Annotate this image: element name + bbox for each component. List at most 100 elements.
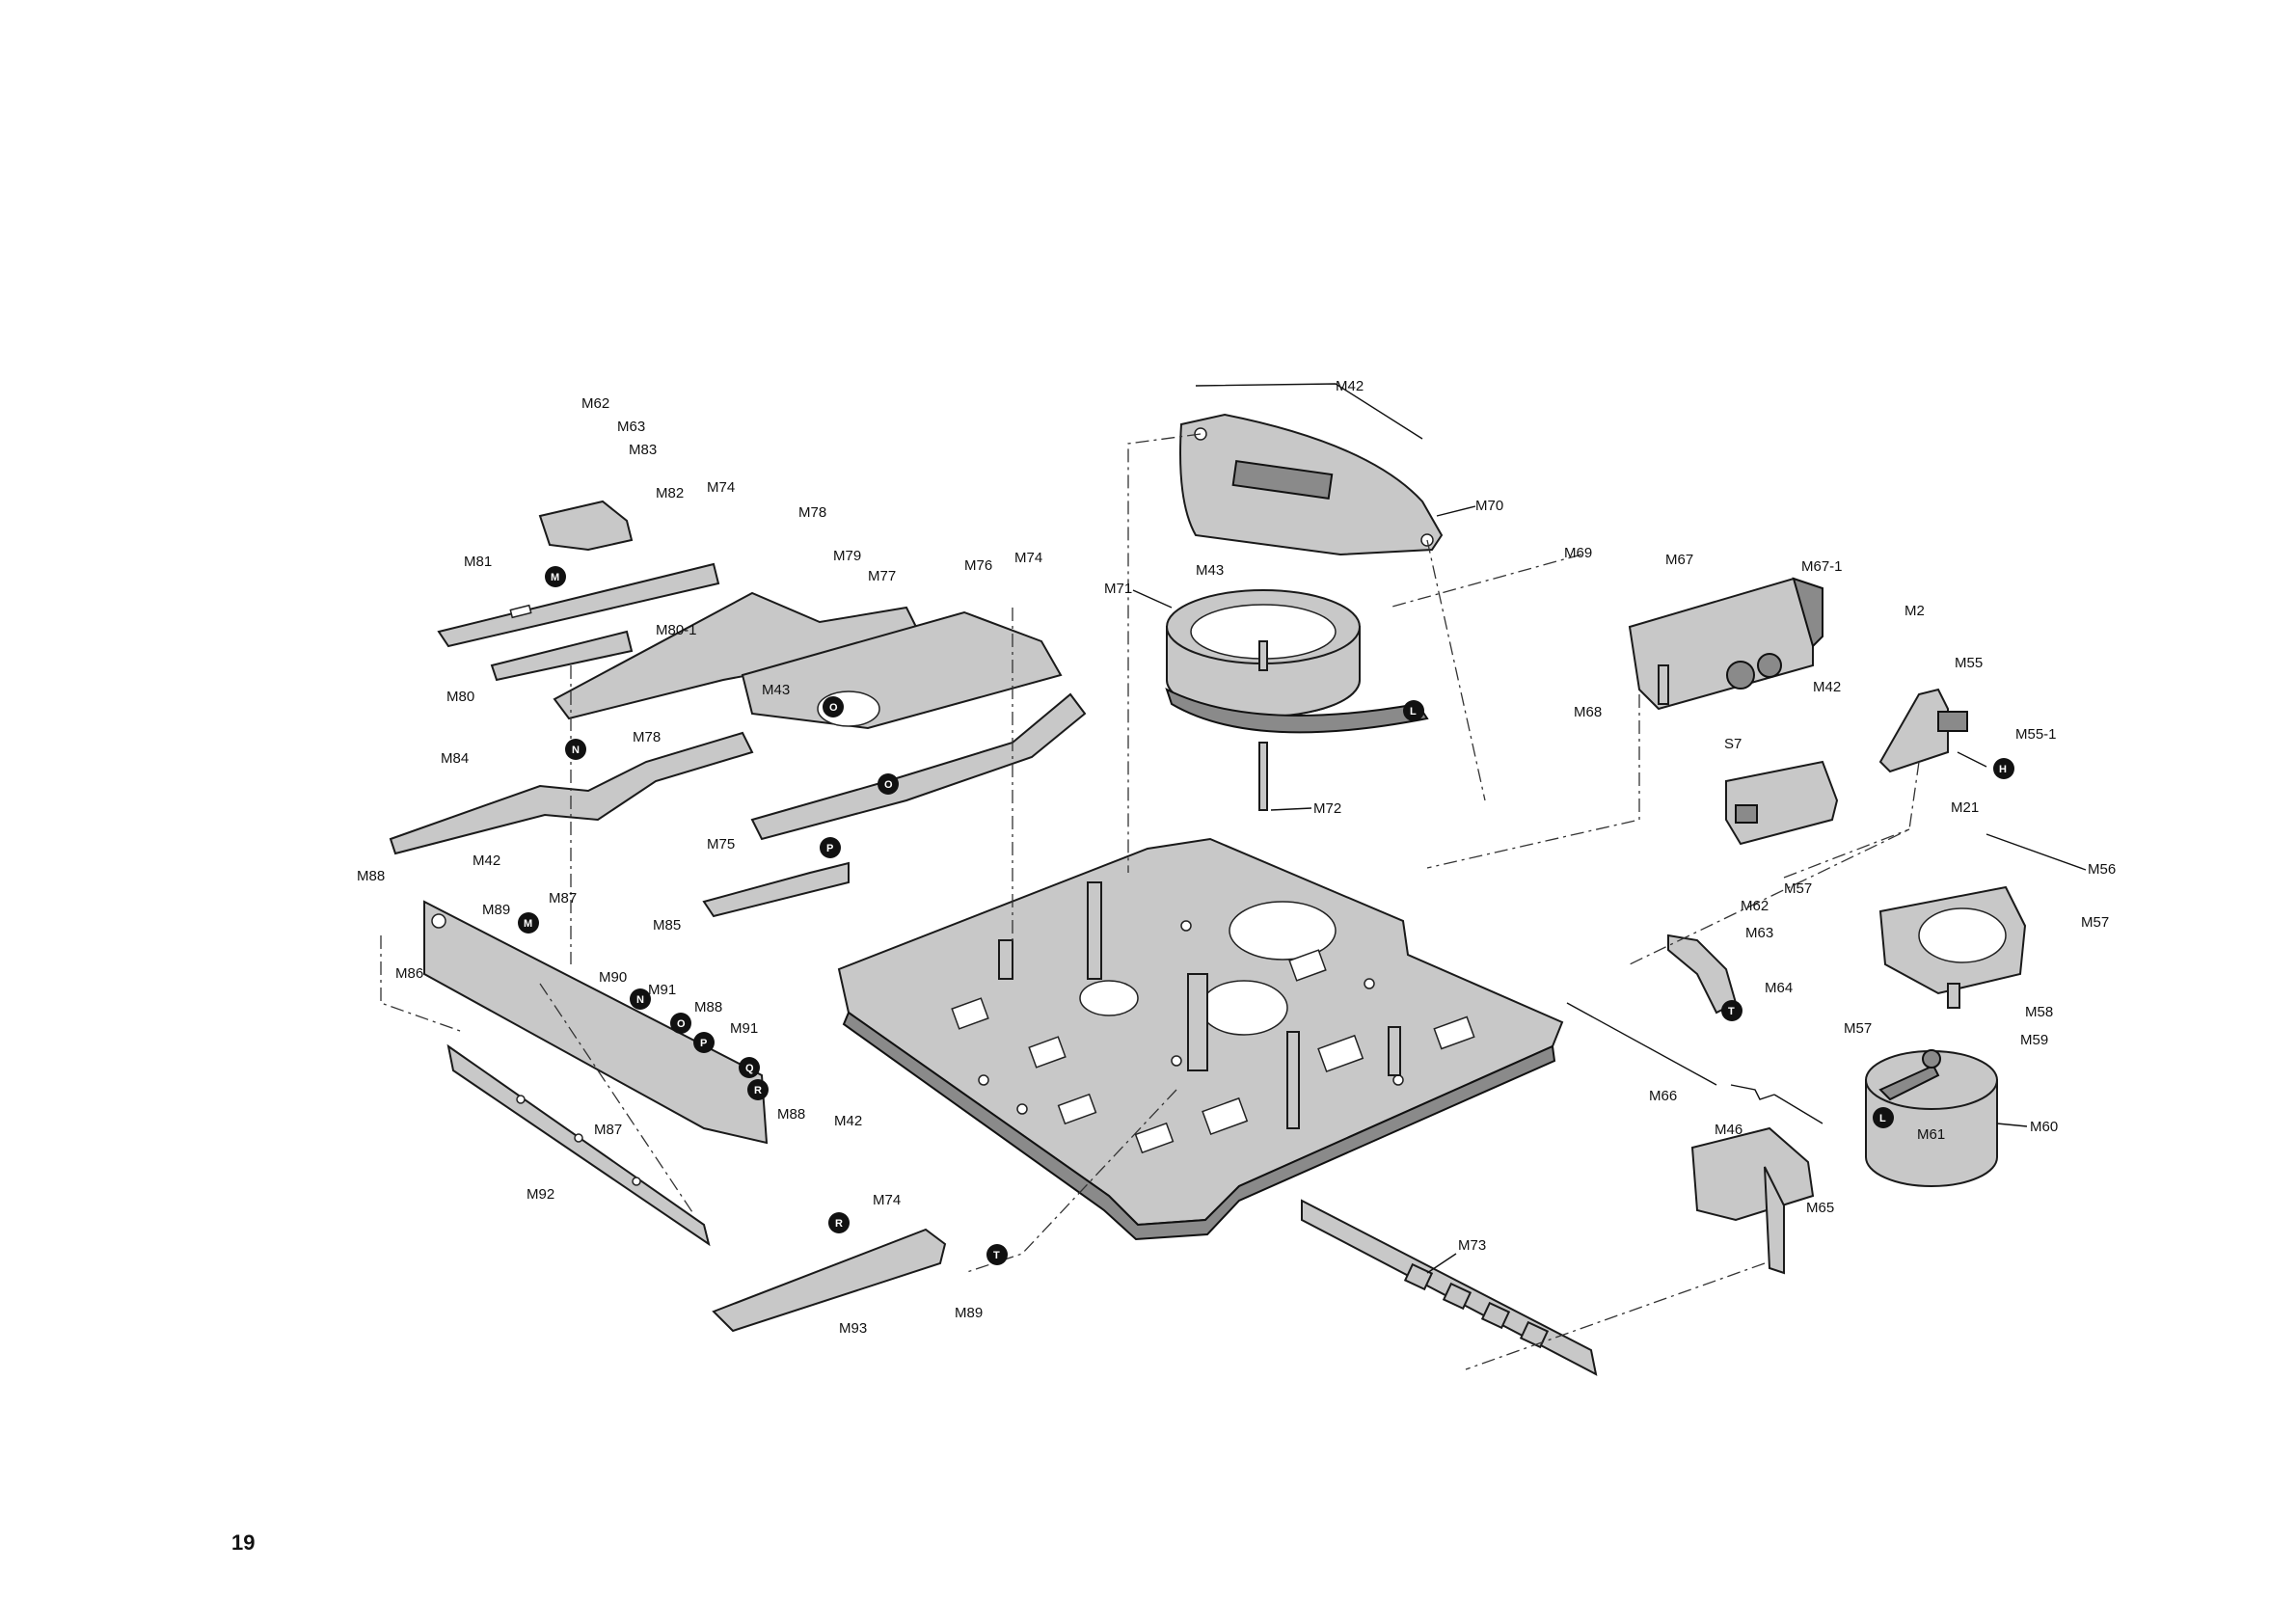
label-m62-left: M62 [581, 395, 609, 412]
svg-text:L: L [1410, 706, 1417, 717]
marker-r-upper: R [747, 1079, 769, 1100]
label-s7: S7 [1724, 736, 1742, 752]
label-m60: M60 [2030, 1119, 2058, 1135]
label-m91-top: M91 [648, 982, 676, 998]
label-m59: M59 [2020, 1032, 2048, 1048]
switch-s7 [1726, 762, 1837, 844]
marker-l-motor: L [1873, 1107, 1894, 1128]
label-m88-top: M88 [357, 868, 385, 884]
label-m57-lower: M57 [1844, 1020, 1872, 1037]
reel-m71 [1167, 590, 1427, 810]
label-m88-mid: M88 [694, 999, 722, 1015]
label-m76: M76 [964, 557, 992, 574]
lever-m85 [704, 863, 849, 916]
spring-m66 [1567, 1003, 1823, 1123]
label-m74-bottom: M74 [873, 1192, 901, 1208]
label-m21: M21 [1951, 799, 1979, 816]
svg-text:P: P [700, 1038, 707, 1049]
label-m57-left: M57 [1784, 880, 1812, 897]
svg-text:N: N [572, 744, 580, 756]
marker-m-lower: M [518, 912, 539, 934]
label-m74-right: M74 [1014, 550, 1042, 566]
label-m77: M77 [868, 568, 896, 584]
marker-q: Q [739, 1057, 760, 1078]
bracket-m73 [1302, 1201, 1596, 1374]
marker-t-lower: T [986, 1244, 1008, 1265]
svg-text:T: T [1728, 1006, 1735, 1017]
label-m83: M83 [629, 442, 657, 458]
label-m55: M55 [1955, 655, 1983, 671]
marker-n-upper: N [565, 739, 586, 760]
label-m88-bottom: M88 [777, 1106, 805, 1123]
marker-r-lower: R [828, 1212, 850, 1233]
label-m79: M79 [833, 548, 861, 564]
label-m89-top: M89 [482, 902, 510, 918]
label-m86: M86 [395, 965, 423, 982]
label-m67-1: M67-1 [1801, 558, 1843, 575]
label-m90: M90 [599, 969, 627, 986]
lever-m86 [424, 902, 767, 1143]
bracket-m65 [1692, 1128, 1813, 1273]
label-m42-bottom: M42 [834, 1113, 862, 1129]
main-chassis-plate [839, 839, 1562, 1239]
marker-l-reel: L [1403, 700, 1424, 721]
label-m78-top: M78 [798, 504, 826, 521]
label-m81: M81 [464, 554, 492, 570]
label-m74-left: M74 [707, 479, 735, 496]
marker-o-mid: O [878, 773, 899, 795]
label-m80-1: M80-1 [656, 622, 697, 638]
svg-text:P: P [826, 843, 833, 854]
svg-text:O: O [884, 779, 893, 791]
label-m2: M2 [1904, 603, 1925, 619]
label-m87-top: M87 [549, 890, 577, 907]
mechanism-m67 [1630, 579, 1823, 709]
marker-h: H [1993, 758, 2014, 779]
svg-text:L: L [1879, 1113, 1886, 1124]
label-m71: M71 [1104, 581, 1132, 597]
marker-p-upper: P [820, 837, 841, 858]
marker-n-lower: N [630, 988, 651, 1010]
label-m73: M73 [1458, 1237, 1486, 1254]
label-m46: M46 [1715, 1122, 1742, 1138]
lever-m64 [1668, 935, 1736, 1013]
cover-plate-m70 [1180, 415, 1442, 555]
label-m84: M84 [441, 750, 469, 767]
label-m92: M92 [527, 1186, 554, 1203]
label-m72: M72 [1313, 800, 1341, 817]
label-m55-1: M55-1 [2015, 726, 2057, 743]
label-m42-left: M42 [473, 853, 500, 869]
label-m68: M68 [1574, 704, 1602, 720]
svg-text:R: R [754, 1085, 762, 1096]
label-m42-right: M42 [1813, 679, 1841, 695]
svg-text:T: T [993, 1250, 1000, 1261]
svg-text:O: O [677, 1018, 686, 1030]
page-number: 19 [231, 1530, 255, 1555]
label-m43-left: M43 [762, 682, 790, 698]
label-m56: M56 [2088, 861, 2116, 878]
label-m80: M80 [446, 689, 474, 705]
label-m43-center: M43 [1196, 562, 1224, 579]
marker-o-upper: O [823, 696, 844, 717]
label-m65: M65 [1806, 1200, 1834, 1216]
label-m82: M82 [656, 485, 684, 501]
svg-text:R: R [835, 1218, 843, 1230]
svg-text:N: N [636, 994, 644, 1006]
label-m63: M63 [1745, 925, 1773, 941]
label-m89-bottom: M89 [955, 1305, 983, 1321]
label-m93: M93 [839, 1320, 867, 1337]
label-m57-right: M57 [2081, 914, 2109, 931]
label-m78-mid: M78 [633, 729, 661, 745]
label-m58: M58 [2025, 1004, 2053, 1020]
label-m85: M85 [653, 917, 681, 934]
label-m67: M67 [1665, 552, 1693, 568]
marker-m-upper: M [545, 566, 566, 587]
label-m42-top: M42 [1336, 378, 1364, 394]
motor-mount-m58 [1880, 887, 2025, 1008]
label-m70: M70 [1475, 498, 1503, 514]
svg-text:Q: Q [745, 1063, 754, 1074]
label-m91-bottom: M91 [730, 1020, 758, 1037]
svg-text:H: H [1999, 764, 2007, 775]
bracket-m55 [1880, 690, 1986, 771]
marker-t-upper: T [1721, 1000, 1742, 1021]
